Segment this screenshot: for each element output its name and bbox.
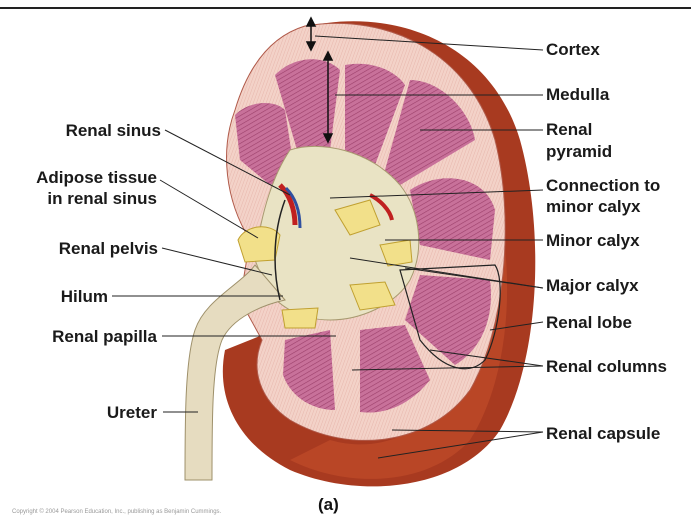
label-cortex: Cortex bbox=[546, 40, 600, 59]
adipose-5 bbox=[282, 308, 318, 328]
figure-caption: (a) bbox=[318, 495, 339, 515]
label-renal-papilla: Renal papilla bbox=[52, 327, 157, 346]
label-renal-columns: Renal columns bbox=[546, 357, 667, 376]
label-connection-line2: minor calyx bbox=[546, 197, 641, 216]
label-renal-sinus: Renal sinus bbox=[66, 121, 161, 140]
label-renal-capsule: Renal capsule bbox=[546, 424, 660, 443]
label-medulla: Medulla bbox=[546, 85, 609, 104]
label-renal-pyramid-line2: pyramid bbox=[546, 142, 612, 161]
label-hilum: Hilum bbox=[61, 287, 108, 306]
adipose-1 bbox=[238, 227, 280, 262]
label-ureter: Ureter bbox=[107, 403, 157, 422]
label-minor-calyx: Minor calyx bbox=[546, 231, 640, 250]
label-renal-pelvis: Renal pelvis bbox=[59, 239, 158, 258]
label-adipose-line1: Adipose tissue bbox=[36, 168, 157, 187]
label-major-calyx: Major calyx bbox=[546, 276, 639, 295]
label-adipose-line2: in renal sinus bbox=[47, 189, 157, 208]
label-connection-line1: Connection to bbox=[546, 176, 660, 195]
label-renal-pyramid-line1: Renal bbox=[546, 120, 592, 139]
copyright-text: Copyright © 2004 Pearson Education, Inc.… bbox=[12, 509, 221, 515]
label-renal-lobe: Renal lobe bbox=[546, 313, 632, 332]
